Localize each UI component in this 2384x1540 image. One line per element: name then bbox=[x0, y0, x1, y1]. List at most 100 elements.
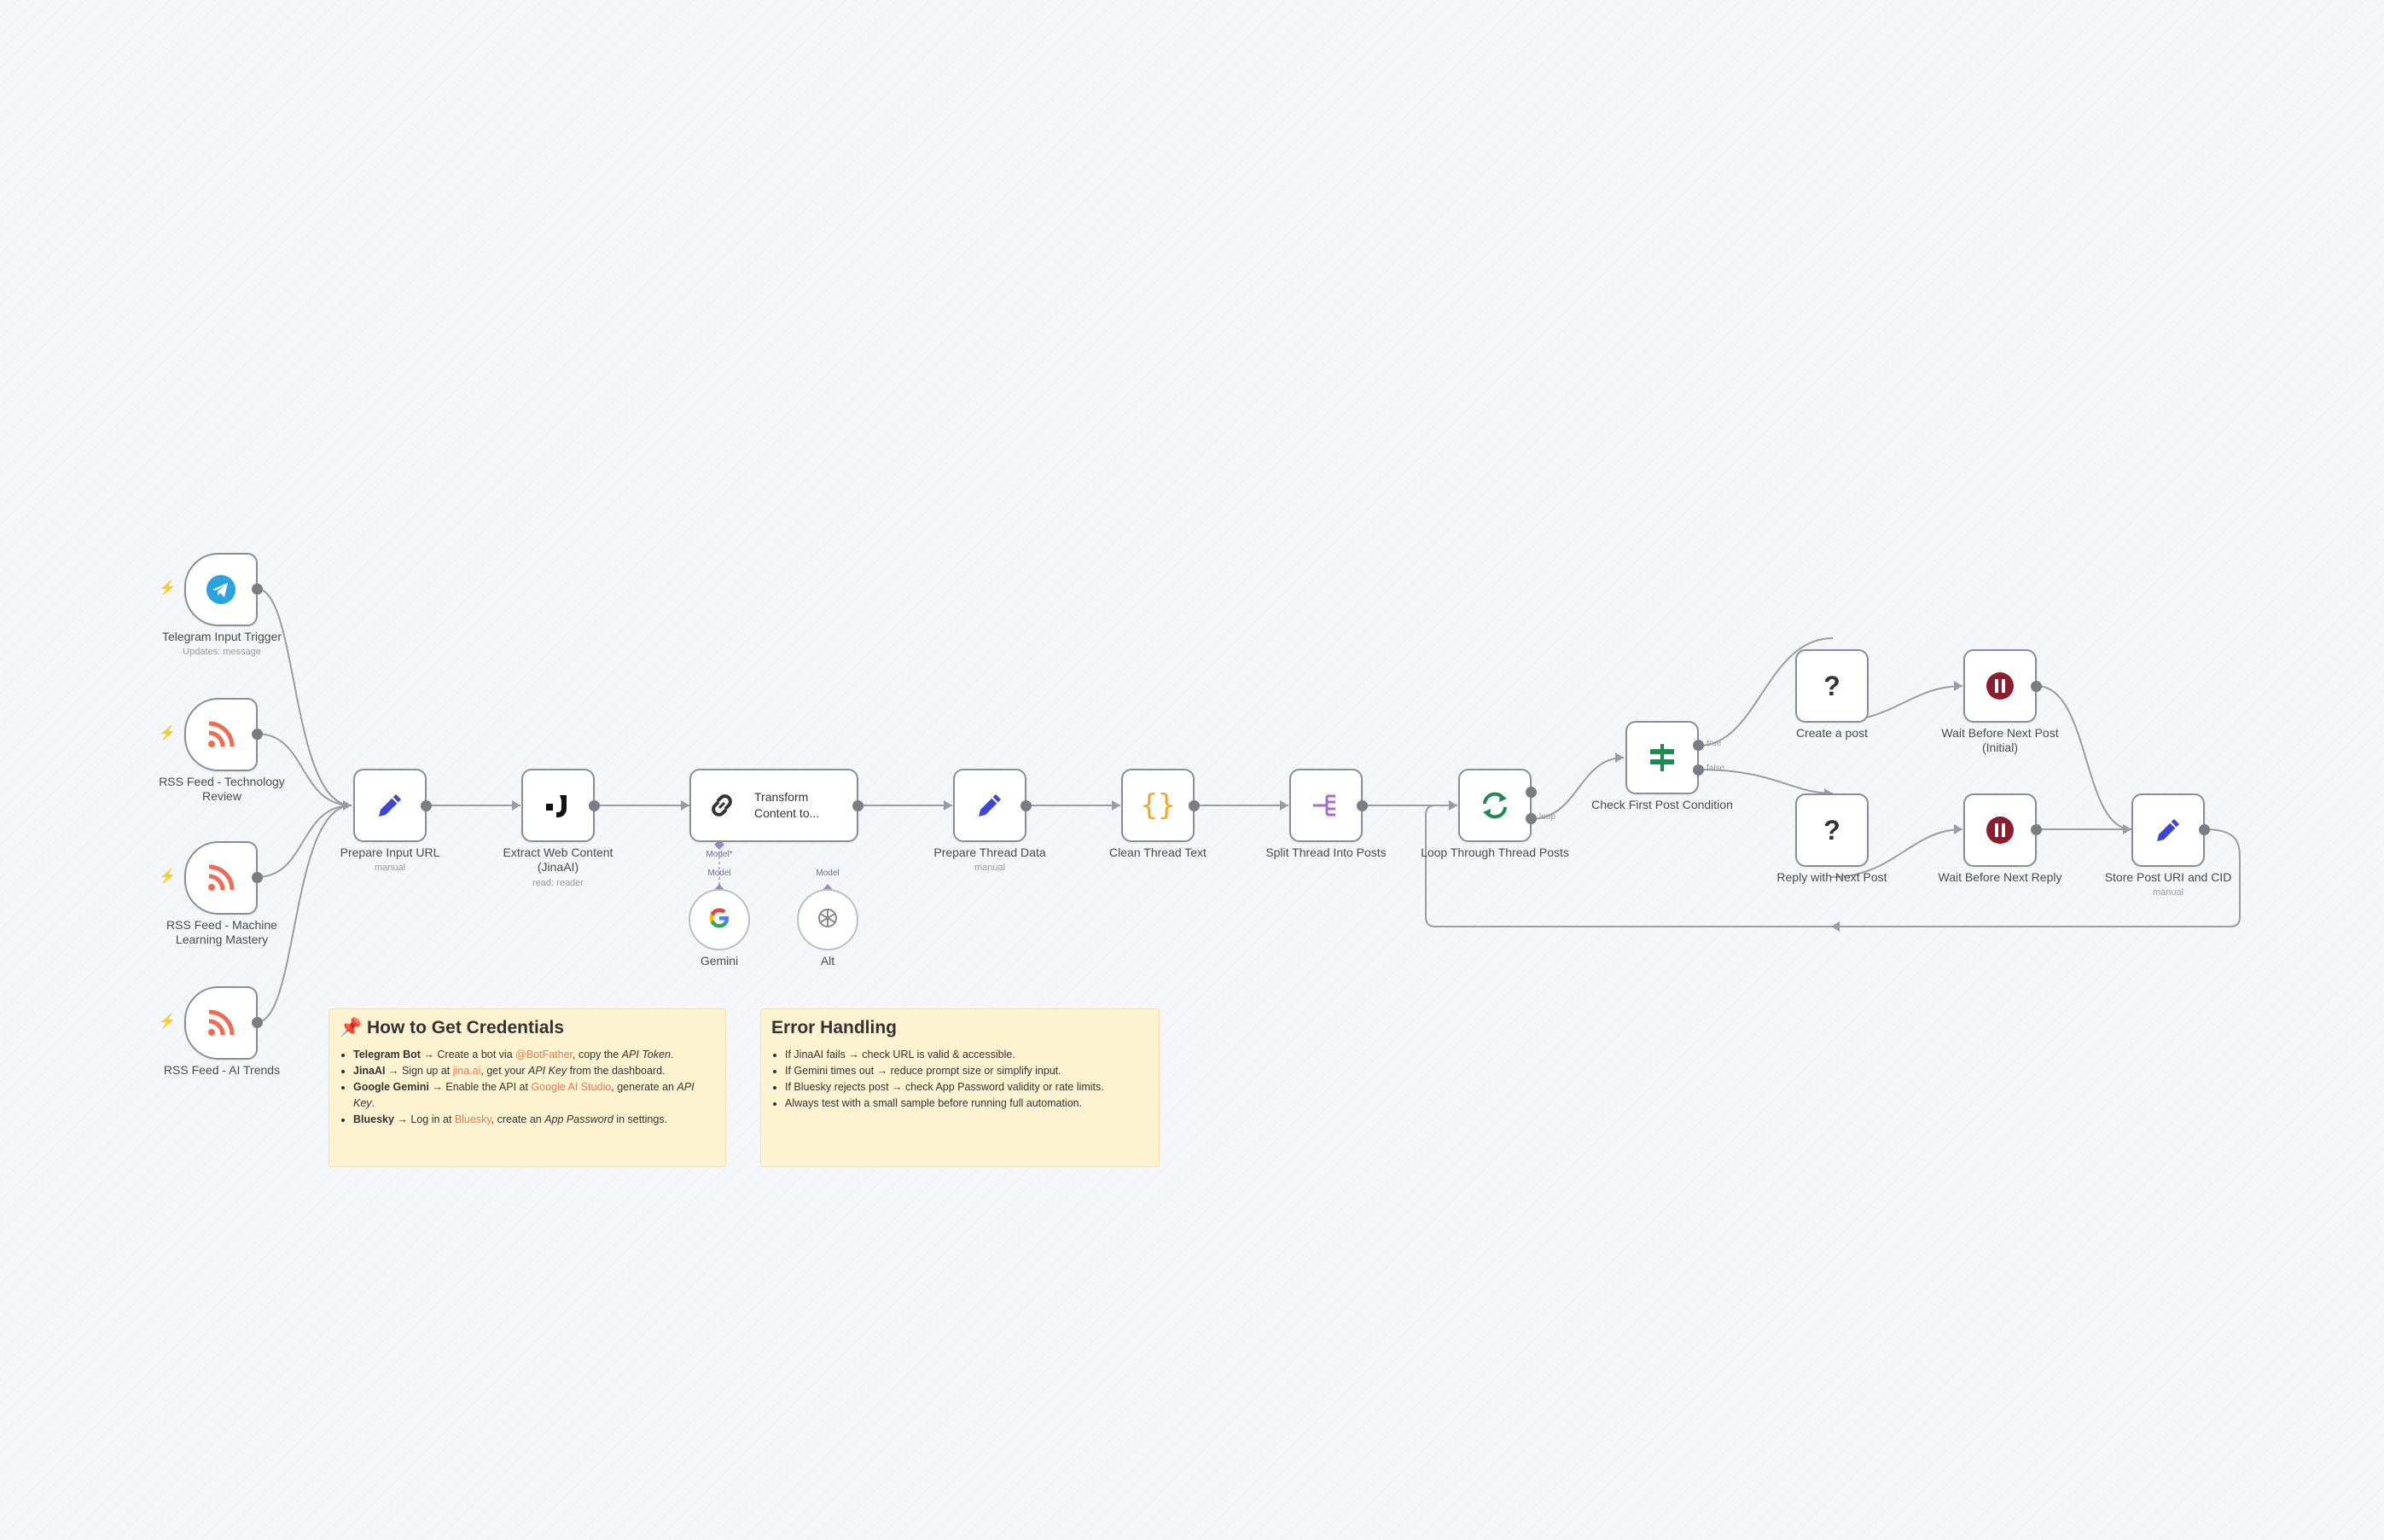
list-item: Bluesky → Log in at Bluesky, create an A… bbox=[353, 1112, 715, 1128]
trigger-bolt-icon: ⚡ bbox=[159, 726, 176, 741]
gemini-label: Gemini bbox=[700, 954, 739, 968]
prepare-input-url-node[interactable] bbox=[353, 769, 427, 842]
trigger-bolt-icon: ⚡ bbox=[159, 581, 176, 596]
wire-reply-waitreply bbox=[1830, 828, 1963, 878]
braces-icon: {} bbox=[1140, 788, 1176, 822]
openai-icon bbox=[815, 905, 840, 935]
list-item: Google Gemini → Enable the API at Google… bbox=[353, 1079, 715, 1112]
wire-rss-ml bbox=[256, 805, 352, 878]
reply-post-node[interactable]: ? bbox=[1795, 793, 1869, 867]
list-item: Telegram Bot → Create a bot via @BotFath… bbox=[353, 1047, 715, 1063]
alt-label: Alt bbox=[820, 954, 835, 968]
loop-thread-node[interactable] bbox=[1458, 769, 1532, 842]
telegram-trigger-label: Telegram Input Trigger bbox=[161, 630, 282, 643]
link-icon bbox=[701, 785, 742, 826]
output-handle[interactable] bbox=[2199, 824, 2210, 835]
prepare-input-url-sub: manual bbox=[374, 863, 406, 873]
telegram-icon bbox=[201, 569, 241, 610]
output-handle[interactable] bbox=[1189, 800, 1200, 811]
gemini-model-node[interactable] bbox=[689, 889, 750, 950]
output-handle[interactable] bbox=[589, 800, 600, 811]
false-output-handle[interactable] bbox=[1693, 764, 1704, 776]
loop-thread-label: Loop Through Thread Posts bbox=[1421, 846, 1569, 859]
loop-output-handle[interactable] bbox=[1526, 813, 1537, 824]
wait-reply-node[interactable] bbox=[1963, 793, 2037, 867]
loop-icon bbox=[1474, 785, 1515, 826]
clean-thread-text-label: Clean Thread Text bbox=[1109, 846, 1207, 859]
credentials-list: Telegram Bot → Create a bot via @BotFath… bbox=[340, 1047, 715, 1128]
telegram-trigger-sub: Updates: message bbox=[183, 647, 261, 657]
create-post-node[interactable]: ? bbox=[1795, 649, 1869, 723]
wire-check-create bbox=[1698, 637, 1834, 747]
list-item: If Bluesky rejects post → check App Pass… bbox=[785, 1079, 1148, 1095]
jina-link[interactable]: jina.ai bbox=[452, 1065, 481, 1077]
split-thread-label: Split Thread Into Posts bbox=[1265, 846, 1387, 859]
wait-post-node[interactable] bbox=[1963, 649, 2037, 723]
output-handle[interactable] bbox=[1357, 800, 1368, 811]
store-post-label: Store Post URI and CID bbox=[2104, 870, 2232, 884]
check-first-post-label: Check First Post Condition bbox=[1591, 798, 1733, 811]
rss-technology-node[interactable] bbox=[184, 698, 258, 771]
rss-icon bbox=[201, 857, 241, 898]
botfather-link[interactable]: @BotFather bbox=[515, 1049, 573, 1061]
list-item: Always test with a small sample before r… bbox=[785, 1095, 1148, 1112]
credentials-note[interactable]: 📌 How to Get Credentials Telegram Bot → … bbox=[329, 1008, 726, 1167]
trigger-bolt-icon: ⚡ bbox=[159, 1014, 176, 1029]
alt-model-node[interactable] bbox=[797, 889, 858, 950]
reply-post-label: Reply with Next Post bbox=[1776, 870, 1887, 884]
rss-icon bbox=[201, 1002, 241, 1043]
bluesky-link[interactable]: Bluesky bbox=[454, 1113, 491, 1125]
wire-loop-check bbox=[1530, 757, 1625, 820]
check-first-post-node[interactable] bbox=[1625, 721, 1699, 794]
google-ai-studio-link[interactable]: Google AI Studio bbox=[531, 1081, 612, 1093]
model-port-label: Model bbox=[707, 869, 731, 878]
output-handle[interactable] bbox=[252, 584, 263, 595]
pause-icon bbox=[1980, 665, 2021, 706]
output-handle[interactable] bbox=[2031, 824, 2042, 835]
rss-ai-node[interactable] bbox=[184, 986, 258, 1060]
true-branch-label: true bbox=[1707, 739, 1722, 748]
output-handle[interactable] bbox=[1020, 800, 1032, 811]
prepare-thread-data-node[interactable] bbox=[953, 769, 1026, 842]
wire-telegram bbox=[256, 588, 352, 806]
rss-technology-label: RSS Feed - Technology Review bbox=[159, 775, 285, 803]
question-icon: ? bbox=[1823, 670, 1840, 701]
split-thread-node[interactable] bbox=[1289, 769, 1363, 842]
output-handle[interactable] bbox=[852, 800, 863, 811]
output-handle[interactable] bbox=[252, 729, 263, 740]
transform-content-label: Transform Content to... bbox=[754, 790, 820, 820]
output-handle[interactable] bbox=[252, 872, 263, 883]
google-icon bbox=[706, 905, 732, 935]
transform-content-node[interactable]: Transform Content to... bbox=[689, 769, 858, 842]
model-port-label: Model* bbox=[706, 850, 733, 859]
alt-model-port-label: Model bbox=[816, 869, 840, 878]
output-handle[interactable] bbox=[2031, 681, 2042, 692]
store-post-sub: manual bbox=[2152, 887, 2184, 898]
question-icon: ? bbox=[1823, 814, 1840, 846]
list-item: If Gemini times out → reduce prompt size… bbox=[785, 1063, 1148, 1079]
store-post-node[interactable] bbox=[2131, 793, 2205, 867]
wire-rss-ai bbox=[256, 805, 352, 1023]
wire-waitpost-store bbox=[2036, 685, 2132, 830]
telegram-trigger-node[interactable] bbox=[184, 553, 258, 626]
output-handle[interactable] bbox=[421, 800, 432, 811]
extract-web-content-node[interactable] bbox=[521, 769, 595, 842]
wait-reply-label: Wait Before Next Reply bbox=[1938, 870, 2062, 884]
wire-check-reply bbox=[1698, 769, 1834, 794]
pause-icon bbox=[1980, 810, 2021, 851]
wait-post-label: Wait Before Next Post (Initial) bbox=[1941, 726, 2059, 754]
trigger-bolt-icon: ⚡ bbox=[159, 869, 176, 884]
true-output-handle[interactable] bbox=[1693, 740, 1704, 751]
done-output-handle[interactable] bbox=[1526, 787, 1537, 798]
pencil-icon bbox=[2148, 810, 2189, 851]
prepare-input-url-label: Prepare Input URL bbox=[340, 846, 440, 859]
output-handle[interactable] bbox=[252, 1017, 263, 1028]
rss-ml-node[interactable] bbox=[184, 841, 258, 915]
extract-web-content-sub: read: reader bbox=[532, 878, 584, 888]
credentials-note-title: 📌 How to Get Credentials bbox=[340, 1018, 565, 1037]
rss-ml-label: RSS Feed - Machine Learning Mastery bbox=[166, 918, 277, 946]
error-handling-note[interactable]: Error Handling If JinaAI fails → check U… bbox=[760, 1008, 1160, 1167]
clean-thread-text-node[interactable]: {} bbox=[1121, 769, 1195, 842]
pencil-icon bbox=[969, 785, 1010, 826]
